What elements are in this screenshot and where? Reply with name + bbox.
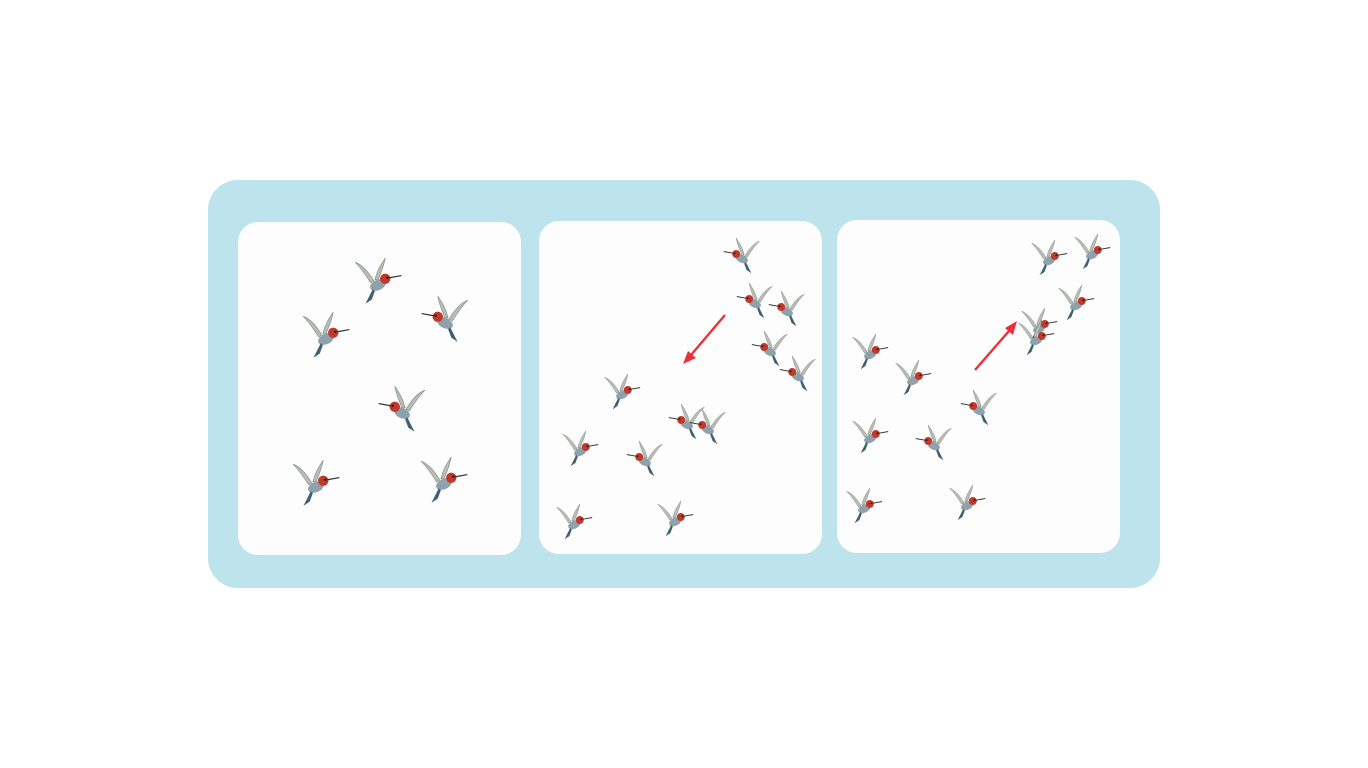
hummingbird-icon: [561, 430, 601, 471]
hummingbird-icon-graphic: [292, 459, 340, 506]
hummingbird-icon: [419, 456, 471, 509]
hummingbird-icon-graphic: [604, 373, 641, 410]
panel-scattered: [238, 222, 521, 555]
hummingbird-icon-graphic: [846, 487, 883, 524]
hummingbird-icon: [913, 424, 953, 465]
hummingbird-icon-graphic: [1074, 233, 1111, 270]
hummingbird-icon-graphic: [1021, 307, 1058, 344]
hummingbird-icon: [734, 282, 774, 323]
hummingbird-icon-graphic: [779, 355, 816, 392]
hummingbird-icon-graphic: [852, 417, 889, 454]
hummingbird-icon-graphic: [895, 359, 932, 396]
birds-layer: [238, 222, 521, 555]
hummingbird-icon: [375, 385, 427, 438]
hummingbird-icon: [656, 500, 696, 541]
hummingbird-icon: [555, 503, 595, 544]
hummingbird-icon-graphic: [420, 456, 468, 503]
hummingbird-icon-graphic: [378, 385, 426, 432]
hummingbird-icon: [418, 295, 470, 348]
hummingbird-icon-graphic: [689, 408, 726, 445]
hummingbird-icon: [948, 484, 988, 525]
hummingbird-icon-graphic: [768, 290, 805, 327]
hummingbird-icon: [1030, 239, 1070, 280]
hummingbird-icon-graphic: [723, 237, 760, 274]
hummingbird-icon: [894, 359, 934, 400]
hummingbird-icon-graphic: [556, 503, 593, 540]
hummingbird-icon-graphic: [751, 330, 788, 367]
hummingbird-icon: [1073, 233, 1113, 274]
hummingbird-icon: [603, 373, 643, 414]
hummingbird-icon: [851, 333, 891, 374]
hummingbird-icon-graphic: [736, 282, 773, 319]
hummingbird-icon: [624, 440, 664, 481]
hummingbird-icon: [766, 290, 806, 331]
hummingbird-icon: [749, 330, 789, 371]
hummingbird-icon-graphic: [668, 403, 705, 440]
hummingbird-icon-graphic: [421, 295, 469, 342]
hummingbird-icon: [1020, 307, 1060, 348]
hummingbird-icon-graphic: [1031, 239, 1068, 276]
hummingbird-icon: [353, 257, 405, 310]
panel-moving-up-right: [837, 220, 1120, 553]
hummingbird-icon: [958, 389, 998, 430]
hummingbird-icon-graphic: [1058, 284, 1095, 321]
hummingbird-icon: [721, 237, 761, 278]
hummingbird-icon: [845, 487, 885, 528]
hummingbird-icon-graphic: [852, 333, 889, 370]
hummingbird-icon-graphic: [949, 484, 986, 521]
hummingbird-icon-graphic: [302, 311, 350, 358]
hummingbird-icon-graphic: [657, 500, 694, 537]
hummingbird-icon: [301, 311, 353, 364]
panels-frame: [208, 180, 1160, 588]
hummingbird-icon: [777, 355, 817, 396]
birds-layer: [539, 221, 822, 554]
hummingbird-icon: [851, 417, 891, 458]
hummingbird-icon-graphic: [1018, 319, 1055, 356]
hummingbird-icon-graphic: [915, 424, 952, 461]
hummingbird-icon: [666, 403, 706, 444]
hummingbird-icon: [291, 459, 343, 512]
hummingbird-icon-graphic: [562, 430, 599, 467]
hummingbird-icon: [1017, 319, 1057, 360]
hummingbird-icon: [1057, 284, 1097, 325]
hummingbird-icon-graphic: [626, 440, 663, 477]
birds-layer: [837, 220, 1120, 553]
hummingbird-icon: [687, 408, 727, 449]
hummingbird-icon-graphic: [960, 389, 997, 426]
panel-moving-down-left: [539, 221, 822, 554]
hummingbird-icon-graphic: [354, 257, 402, 304]
